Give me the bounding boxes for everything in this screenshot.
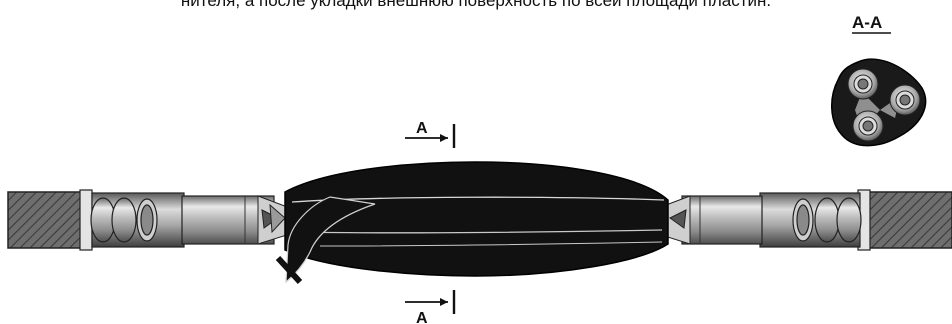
instruction-text-fragment: нителя, а после укладки внешнюю поверхно… [180,0,772,10]
conductor-core [847,68,879,100]
left-cable-sheath [7,191,83,249]
peeled-sleeve-flap [285,196,376,284]
right-cable-sheath [867,191,952,249]
right-core-cutaways [792,197,862,243]
conductor-core [852,110,884,142]
left-core-cutaways [90,197,158,243]
left-cable [7,189,291,251]
section-title: А-А [852,13,882,32]
section-marker-lower: А [405,290,456,324]
heat-shrink-sleeve [275,161,669,285]
section-marker-upper: А [405,120,456,148]
section-marker-upper-label: А [416,120,428,137]
section-marker-lower-label: А [416,310,428,324]
right-metal-tube [681,195,763,245]
left-armour-band [79,189,93,251]
cross-section-view: А-А [831,13,927,147]
conductor-core [889,84,921,116]
right-cable [657,189,952,251]
